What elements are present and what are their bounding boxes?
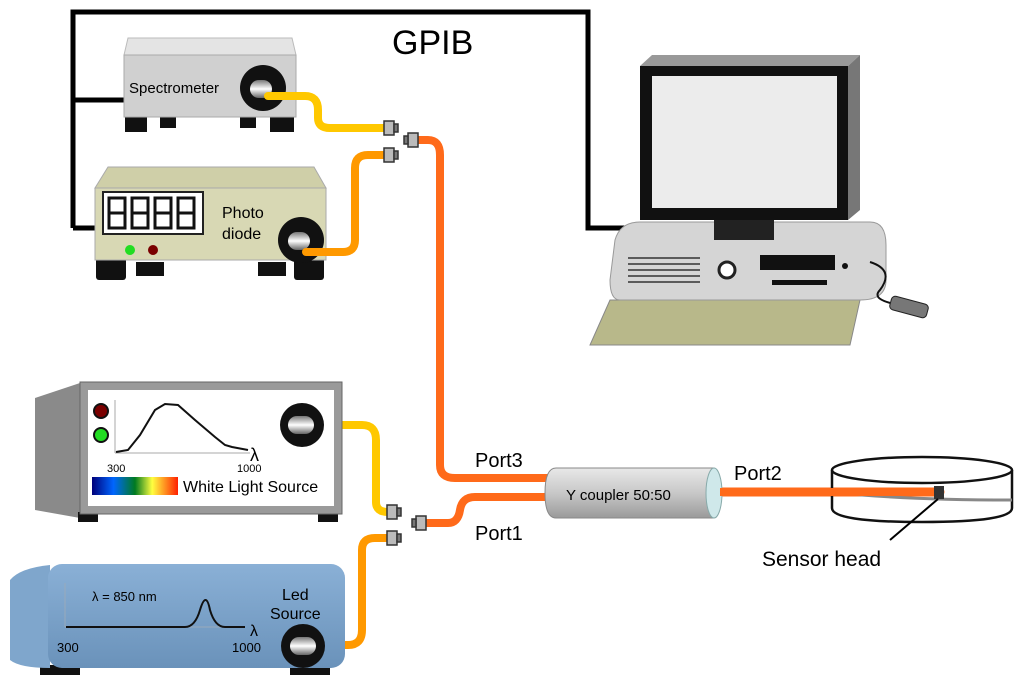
led-label-line2: Source <box>270 606 321 623</box>
spectrometer-label: Spectrometer <box>129 80 219 97</box>
port1-label: Port1 <box>475 523 523 545</box>
green-led-icon <box>93 427 109 443</box>
led-axis-symbol: λ <box>250 623 258 640</box>
spectrometer: Spectrometer <box>123 37 297 132</box>
fiber-connectors <box>383 120 427 546</box>
led-axis-min: 300 <box>57 640 79 655</box>
green-led-icon <box>125 245 135 255</box>
wls-axis-symbol: λ <box>250 445 259 465</box>
white-light-source: λ 300 1000 White Light Source <box>35 381 343 522</box>
sensor-dish <box>830 455 1014 524</box>
photodiode-label-line1: Photo <box>222 205 264 222</box>
sensor-head-pointer <box>889 498 939 541</box>
gpib-label: GPIB <box>392 24 473 62</box>
wls-label: White Light Source <box>183 479 318 496</box>
photodiode-meter: Photo diode <box>94 166 327 280</box>
keyboard <box>589 299 861 346</box>
led-source: λ = 850 nm λ 300 1000 Led Source <box>10 564 345 675</box>
drive-slot <box>760 255 835 270</box>
sensor-head-icon <box>934 486 944 499</box>
port2-label: Port2 <box>734 463 782 485</box>
wls-axis-min: 300 <box>107 463 125 475</box>
computer <box>589 55 929 346</box>
led-spectrum-curve <box>66 599 245 628</box>
gpib-bus <box>70 9 645 231</box>
wls-axis-max: 1000 <box>237 463 261 475</box>
mouse <box>889 295 929 319</box>
sensor-head-label: Sensor head <box>762 548 881 571</box>
color-spectrum-bar <box>92 477 178 495</box>
port3-label: Port3 <box>475 450 523 472</box>
red-led-icon <box>93 403 109 419</box>
led-axis-max: 1000 <box>232 640 261 655</box>
y-coupler: Y coupler 50:50 <box>544 467 723 519</box>
red-led-icon <box>148 245 158 255</box>
monitor-screen <box>652 76 837 208</box>
photodiode-label-line2: diode <box>222 226 261 243</box>
led-label-line1: Led <box>282 587 309 604</box>
white-light-spectrum-curve <box>115 402 249 453</box>
led-wavelength: λ = 850 nm <box>92 589 157 604</box>
coupler-label: Y coupler 50:50 <box>566 487 671 504</box>
